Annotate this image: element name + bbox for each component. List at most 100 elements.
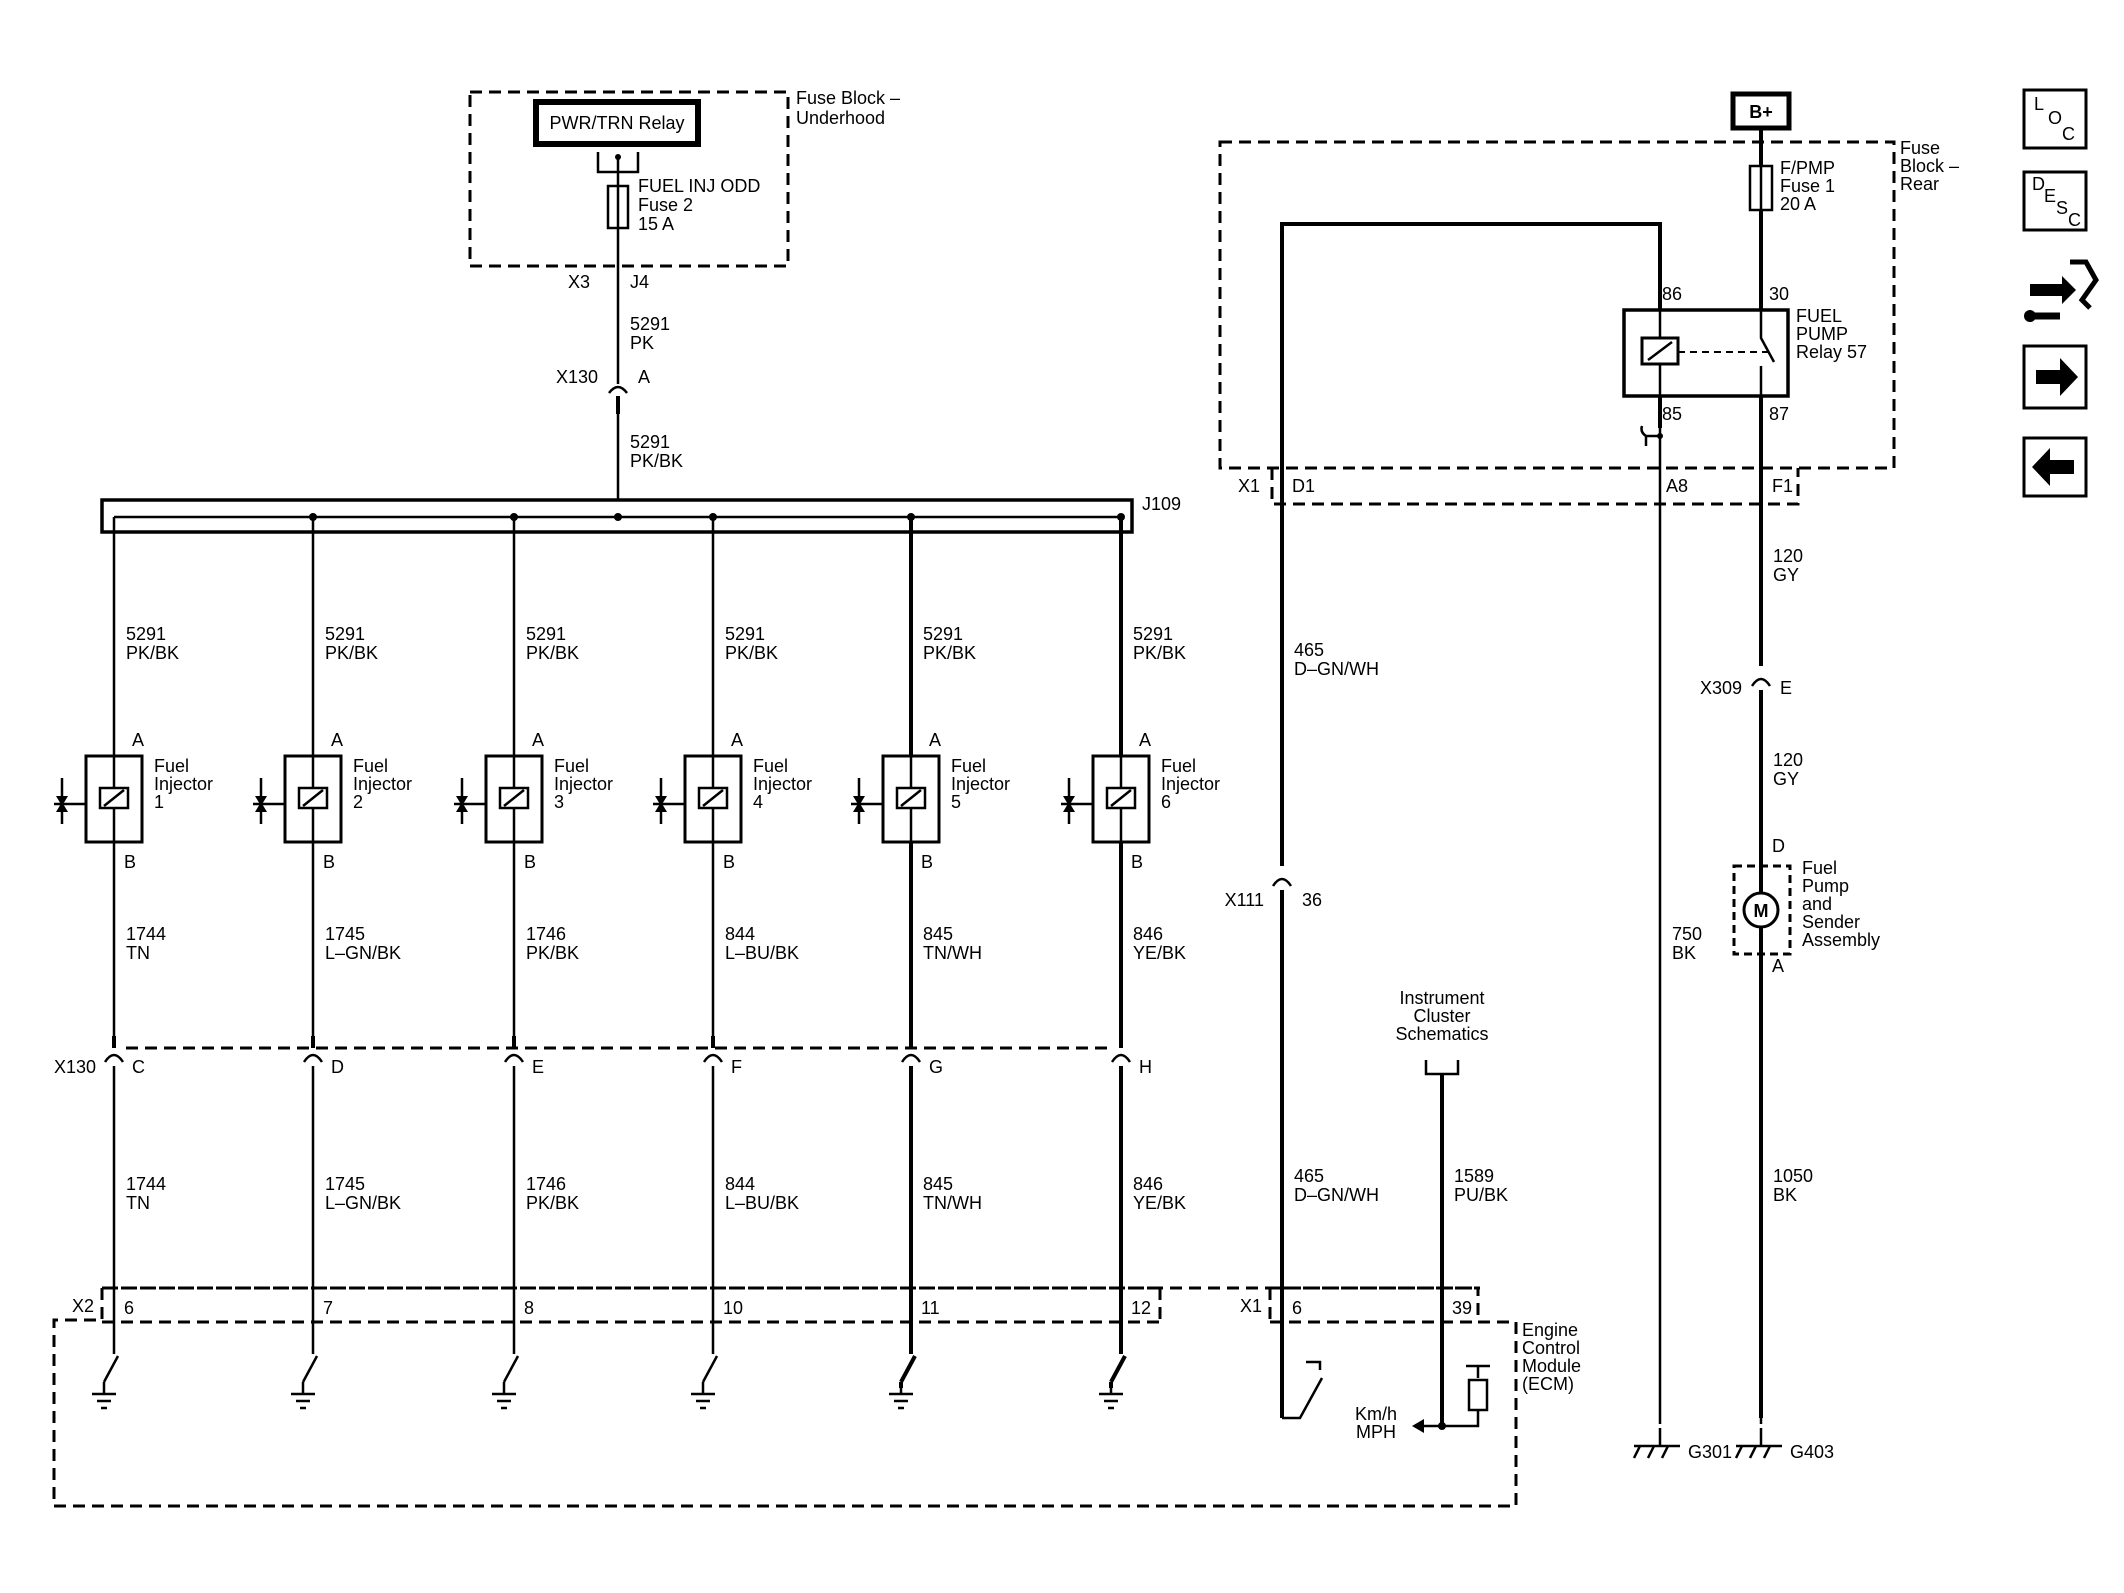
ecm-pin-6-relay: 6 — [1292, 1298, 1302, 1318]
connector-x130-pin — [503, 1053, 525, 1063]
relay-pin-87: 87 — [1769, 404, 1789, 424]
injector-pin-a: A — [731, 730, 743, 750]
nav-loc-button[interactable]: L O C — [2022, 88, 2088, 150]
ground-symbol-g301 — [1632, 1430, 1680, 1459]
connector-x130-pin — [1110, 1053, 1132, 1063]
svg-text:S: S — [2056, 198, 2068, 218]
connector-x111 — [1271, 877, 1293, 887]
svg-text:C: C — [2068, 210, 2081, 230]
relay-pin-30: 30 — [1769, 284, 1789, 304]
fuse-block-underhood: Fuse Block –Underhood PWR/TRN Relay FUEL… — [468, 88, 900, 292]
pump-pin-a: A — [1772, 956, 1784, 976]
rear-pin-f1: F1 — [1772, 476, 1793, 496]
conn-x111-label: X111 — [1225, 890, 1264, 910]
conn-x130-pin-label: H — [1139, 1057, 1152, 1077]
ecm-pin: 6 — [124, 1298, 134, 1318]
ground-g301-label: G301 — [1688, 1442, 1732, 1462]
arrow-left-icon[interactable] — [2022, 436, 2088, 498]
splice-j109: J109 — [100, 494, 1181, 534]
connector-x130-pin — [302, 1053, 324, 1063]
injector-pin-a: A — [132, 730, 144, 750]
battery-label: B+ — [1749, 102, 1773, 122]
injector-pin-a: A — [331, 730, 343, 750]
motor-label: M — [1754, 901, 1769, 921]
nav-desc-button[interactable]: D E S C — [2022, 170, 2088, 232]
connector-x130-pin — [702, 1053, 724, 1063]
conn-x309-label: X309 — [1700, 678, 1742, 698]
ecm-pin: 10 — [723, 1298, 743, 1318]
ecm-pin: 12 — [1131, 1298, 1151, 1318]
injector-pin-b: B — [921, 852, 933, 872]
conn-x130-pin-label: F — [731, 1057, 742, 1077]
ground-g403-label: G403 — [1790, 1442, 1834, 1462]
arrow-right-icon[interactable] — [2022, 344, 2088, 410]
conn-x130-pin-label: G — [929, 1057, 943, 1077]
relay-pin-86: 86 — [1662, 284, 1682, 304]
conn-x130-lower-label: X130 — [54, 1057, 96, 1077]
connector-x130-lower: X130 — [54, 1046, 1110, 1077]
ground-symbol-g403 — [1734, 1430, 1782, 1459]
ecm-pin: 11 — [921, 1298, 940, 1318]
svg-text:O: O — [2048, 108, 2062, 128]
splice-label: J109 — [1142, 494, 1181, 514]
conn-a-upper: A — [638, 367, 650, 387]
pwr-trn-relay — [533, 99, 701, 147]
injector-pin-a: A — [1139, 730, 1151, 750]
conn-x130-pin-label: E — [532, 1057, 544, 1077]
svg-text:C: C — [2062, 124, 2075, 144]
pin-x3: X3 — [568, 272, 590, 292]
connector-x130-a — [608, 385, 628, 394]
conn-36-label: 36 — [1302, 890, 1322, 910]
injector-pin-a: A — [532, 730, 544, 750]
conn-x130-upper: X130 — [556, 367, 598, 387]
injector-pin-b: B — [723, 852, 735, 872]
pump-pin-d: D — [1772, 836, 1785, 856]
conn-x130-pin-label: D — [331, 1057, 344, 1077]
connector-wrench-icon[interactable] — [2024, 259, 2099, 322]
relay-pin-85: 85 — [1662, 404, 1682, 424]
conn-x130-pin-label: C — [132, 1057, 145, 1077]
ecm-pin: 7 — [323, 1298, 333, 1318]
svg-text:D: D — [2032, 174, 2045, 194]
rear-pin-a8: A8 — [1666, 476, 1688, 496]
